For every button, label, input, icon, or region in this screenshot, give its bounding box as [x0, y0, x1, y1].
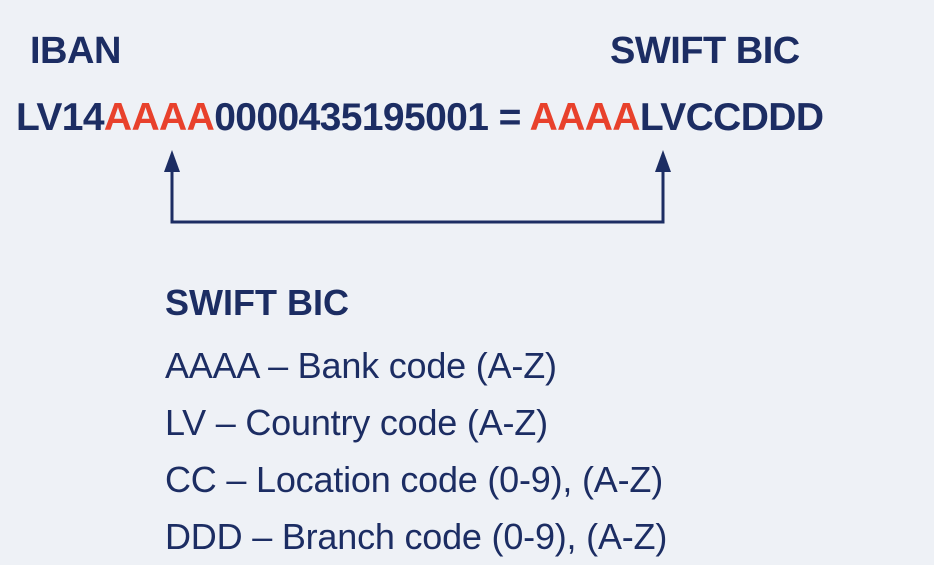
swift-bank-code: AAAA	[529, 96, 641, 139]
arrowhead-left-icon	[164, 150, 180, 172]
swift-suffix: LVCCDDD	[639, 96, 824, 139]
iban-bank-code: AAAA	[103, 96, 215, 139]
legend-line-country-code: LV – Country code (A-Z)	[165, 402, 548, 443]
legend-line-branch-code: DDD – Branch code (0-9), (A-Z)	[165, 516, 668, 557]
iban-account-number: 0000435195001	[214, 96, 489, 139]
swift-bic-heading: SWIFT BIC	[610, 30, 800, 72]
connector-line	[170, 166, 665, 224]
iban-heading: IBAN	[30, 30, 121, 72]
equals-sign: =	[498, 96, 522, 139]
legend-line-bank-code: AAAA – Bank code (A-Z)	[165, 345, 557, 386]
iban-swift-equation: LV14AAAA0000435195001 = AAAALVCCDDD	[16, 96, 824, 139]
legend-title: SWIFT BIC	[165, 282, 349, 323]
iban-prefix: LV14	[16, 96, 105, 139]
arrowhead-right-icon	[655, 150, 671, 172]
swift-bic-legend: SWIFT BIC AAAA – Bank code (A-Z) LV – Co…	[165, 285, 667, 565]
legend-line-location-code: CC – Location code (0-9), (A-Z)	[165, 459, 663, 500]
